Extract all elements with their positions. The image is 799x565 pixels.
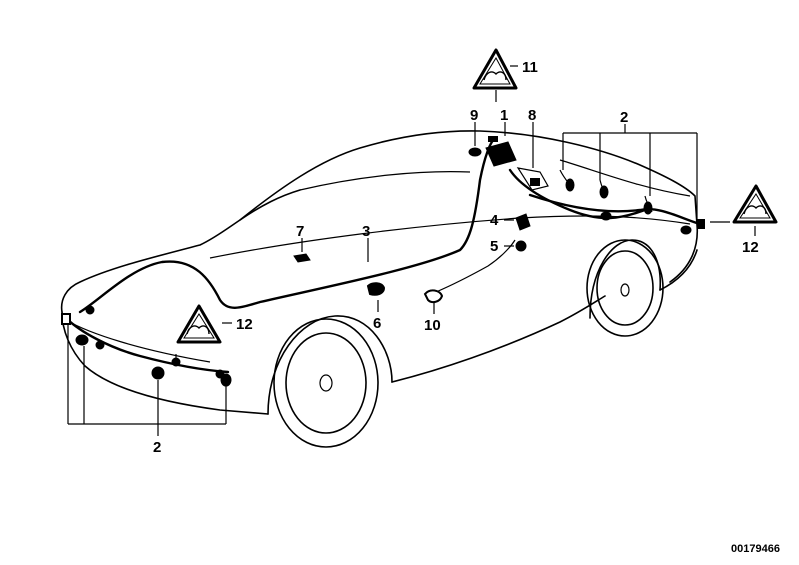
- callout-2-top: 2: [620, 109, 628, 126]
- callout-labels: 11 9 1 8 2 12 7 3 4 5 6 10 12 2: [153, 59, 759, 456]
- callout-11: 11: [522, 59, 538, 76]
- car-body-outline: [60, 130, 699, 415]
- callout-3: 3: [362, 223, 370, 240]
- callout-6: 6: [373, 315, 381, 332]
- callout-12-right: 12: [742, 239, 759, 256]
- leader-lines: [67, 65, 756, 436]
- front-wheel: [267, 315, 393, 448]
- warning-triangle-12-left: [176, 304, 222, 344]
- callout-12-left: 12: [236, 316, 253, 333]
- callout-10: 10: [424, 317, 441, 334]
- callout-9: 9: [470, 107, 478, 124]
- callout-5: 5: [490, 238, 498, 255]
- callout-1: 1: [500, 107, 508, 124]
- warning-triangle-11: [472, 48, 518, 90]
- callout-4: 4: [490, 212, 499, 229]
- warning-triangle-12-right: [732, 184, 778, 224]
- reference-number: 00179466: [731, 543, 780, 555]
- parts: [61, 136, 705, 387]
- callout-7: 7: [296, 223, 304, 240]
- callout-8: 8: [528, 107, 536, 124]
- rear-wheel: [586, 239, 664, 337]
- callout-2-bottom: 2: [153, 439, 161, 456]
